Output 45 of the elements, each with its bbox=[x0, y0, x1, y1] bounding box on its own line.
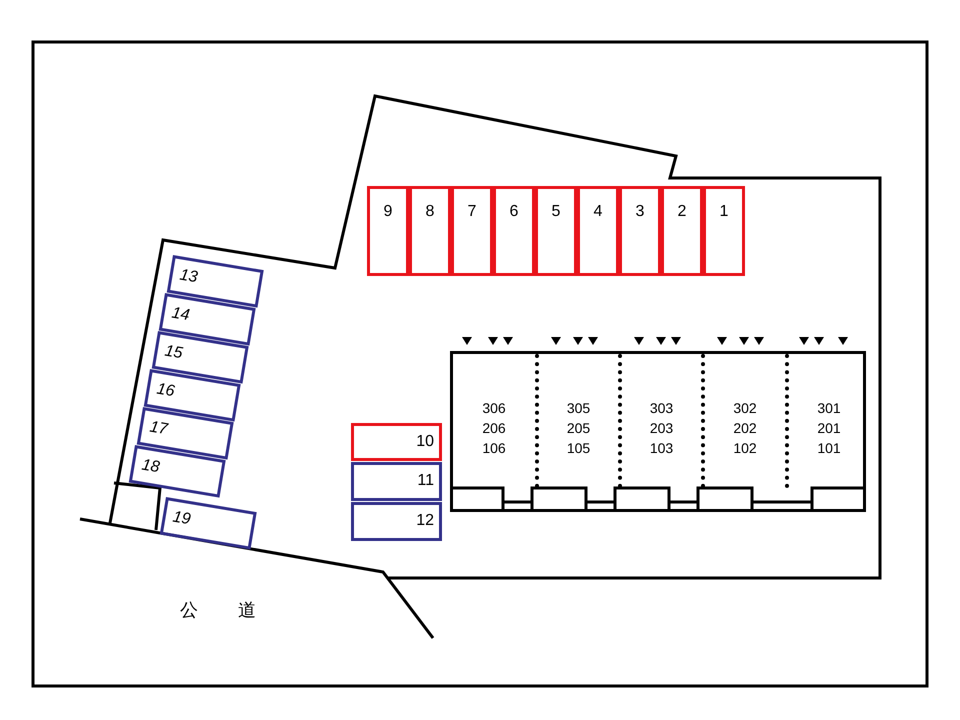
parking-space bbox=[619, 186, 661, 276]
road-label: 公道 bbox=[180, 599, 296, 622]
parking-space bbox=[351, 502, 442, 541]
space-number: 9 bbox=[382, 203, 394, 221]
space-number: 4 bbox=[592, 203, 604, 221]
space-number: 10 bbox=[416, 433, 434, 451]
parking-space bbox=[166, 255, 264, 308]
space-number: 8 bbox=[424, 203, 436, 221]
space-number: 15 bbox=[163, 342, 184, 364]
space-number: 2 bbox=[676, 203, 688, 221]
space-number: 13 bbox=[178, 266, 199, 288]
space-number: 5 bbox=[550, 203, 562, 221]
parking-space bbox=[409, 186, 451, 276]
room-numbers: 302 202 102 bbox=[732, 399, 758, 458]
room-numbers: 306 206 106 bbox=[481, 399, 507, 458]
space-number: 11 bbox=[417, 472, 434, 490]
space-number: 12 bbox=[416, 512, 434, 530]
space-number: 7 bbox=[466, 203, 478, 221]
space-number: 6 bbox=[508, 203, 520, 221]
room-numbers: 303 203 103 bbox=[648, 399, 674, 458]
parking-space bbox=[535, 186, 577, 276]
parking-space bbox=[703, 186, 745, 276]
parking-space bbox=[493, 186, 535, 276]
parking-space bbox=[136, 407, 234, 460]
space-number: 14 bbox=[170, 304, 192, 326]
space-number: 3 bbox=[634, 203, 646, 221]
parking-space bbox=[152, 331, 249, 384]
space-number: 1 bbox=[718, 203, 730, 221]
room-numbers: 301 201 101 bbox=[816, 399, 842, 458]
parking-space bbox=[367, 186, 409, 276]
space-number: 19 bbox=[171, 508, 192, 530]
parking-space bbox=[451, 186, 493, 276]
space-number: 16 bbox=[155, 380, 176, 402]
parking-space bbox=[577, 186, 619, 276]
parking-space bbox=[160, 497, 257, 550]
room-numbers: 305 205 105 bbox=[566, 399, 592, 458]
parking-space bbox=[661, 186, 703, 276]
parking-space bbox=[144, 369, 241, 422]
parking-space bbox=[351, 462, 442, 501]
parking-space bbox=[128, 445, 226, 498]
parking-space bbox=[159, 293, 256, 346]
space-number: 18 bbox=[140, 456, 161, 478]
parking-space bbox=[351, 423, 442, 461]
space-number: 17 bbox=[148, 418, 168, 440]
apartment-building bbox=[450, 351, 866, 512]
